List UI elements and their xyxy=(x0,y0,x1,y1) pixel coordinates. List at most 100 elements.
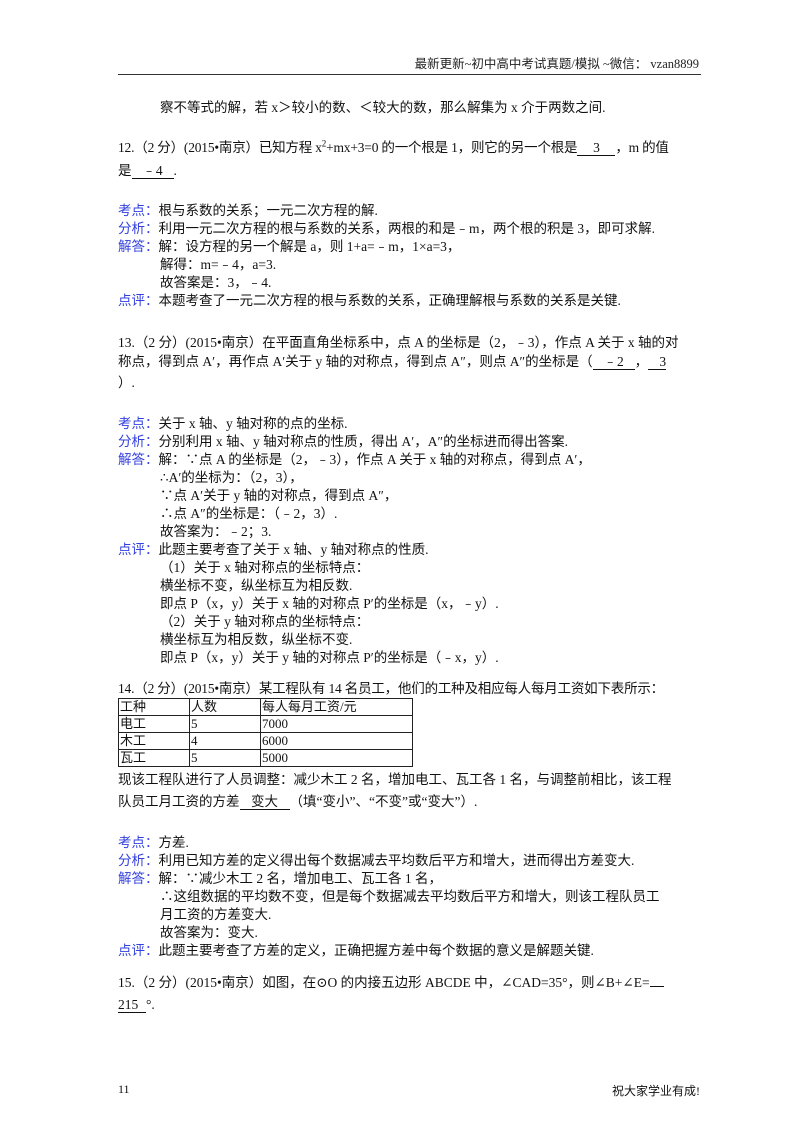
q13-jieda-line: ∴点 A″的坐标是：（﹣2，3）. xyxy=(160,506,338,521)
q12-stem-e: . xyxy=(173,163,177,178)
q14-answer-blank: 变大 xyxy=(239,794,290,810)
q12-fenxi: 分析：利用一元二次方程的根与系数的关系，两根的和是﹣m，两个根的积是 3，即可求… xyxy=(118,220,655,238)
q14-stem: 14.（2 分）(2015•南京）某工程队有 14 名员工，他们的工种及相应每人… xyxy=(118,681,664,696)
q14-stem-a: 队员工月工资的方差 xyxy=(118,794,240,809)
kaodian-label: 考点： xyxy=(118,416,159,431)
table-header-row: 工种 人数 每人每月工资/元 xyxy=(118,698,413,716)
q13-stem: 13.（2 分）(2015•南京）在平面直角坐标系中，点 A 的坐标是（2，﹣3… xyxy=(118,335,679,350)
table-header-cell: 每人每月工资/元 xyxy=(260,698,413,716)
kaodian-text: 根与系数的关系；一元二次方程的解. xyxy=(158,203,378,218)
table-cell: 4 xyxy=(189,732,261,750)
q13-dianping-line: 横坐标不变，纵坐标互为相反数. xyxy=(160,578,353,593)
kaodian-text: 方差. xyxy=(158,835,189,850)
q12-stem-c: ，m 的值 xyxy=(615,140,669,155)
kaodian-text: 关于 x 轴、y 轴对称的点的坐标. xyxy=(158,416,348,431)
q12-dianping: 点评：本题考查了一元二次方程的根与系数的关系，正确理解根与系数的关系是关键. xyxy=(118,292,621,310)
table-row: 电工 5 7000 xyxy=(118,715,413,733)
q13-jieda-line: 故答案为：﹣2；3. xyxy=(160,524,272,539)
q12-stem: 12.（2 分）(2015•南京）已知方程 x2+mx+3=0 的一个根是 1，… xyxy=(118,139,669,157)
dianping-text: 此题主要考查了关于 x 轴、y 轴对称点的性质. xyxy=(158,542,429,557)
q13-dianping: 点评：此题主要考查了关于 x 轴、y 轴对称点的性质. xyxy=(118,541,429,559)
q13-stem-b: 称点，得到点 A′，再作点 A′关于 y 轴的对称点，得到点 A″，则点 A″的… xyxy=(118,354,593,369)
table-cell: 5000 xyxy=(260,749,413,767)
q12-jieda-line: 解得：m=﹣4，a=3. xyxy=(160,257,277,272)
q13-stem-line2: 称点，得到点 A′，再作点 A′关于 y 轴的对称点，得到点 A″，则点 A″的… xyxy=(118,353,667,371)
table-cell: 5 xyxy=(189,715,261,733)
fenxi-label: 分析： xyxy=(118,221,159,236)
q15-blank-start xyxy=(649,986,664,987)
q13-jieda-line: ∴A′的坐标为：（2，3）， xyxy=(160,470,303,485)
q12-jieda: 解答：解：设方程的另一个解是 a，则 1+a=﹣m，1×a=3， xyxy=(118,238,460,256)
fenxi-text: 分别利用 x 轴、y 轴对称点的性质，得出 A′，A″的坐标进而得出答案. xyxy=(158,434,568,449)
q13-dianping-line: （1）关于 x 轴对称点的坐标特点： xyxy=(160,560,370,575)
table-cell: 电工 xyxy=(118,715,190,733)
q15-stem: 15.（2 分）(2015•南京）如图，在⊙O 的内接五边形 ABCDE 中，∠… xyxy=(118,974,664,992)
table-cell: 6000 xyxy=(260,732,413,750)
jieda-text: 解：∵点 A 的坐标是（2，﹣3），作点 A 关于 x 轴的对称点，得到点 A′… xyxy=(158,452,591,467)
q13-dianping-line: 即点 P（x，y）关于 x 轴的对称点 P′的坐标是（x，﹣y）. xyxy=(160,596,499,611)
q14-stem-line3: 队员工月工资的方差变大（填“变小”、“不变”或“变大”）. xyxy=(118,793,477,811)
q14-fenxi: 分析：利用已知方差的定义得出每个数据减去平均数后平方和增大，进而得出方差变大. xyxy=(118,852,634,870)
dianping-label: 点评： xyxy=(118,943,159,958)
q13-dianping-line: 横坐标互为相反数，纵坐标不变. xyxy=(160,632,353,647)
kaodian-label: 考点： xyxy=(118,835,159,850)
q13-kaodian: 考点：关于 x 轴、y 轴对称的点的坐标. xyxy=(118,415,348,433)
fenxi-label: 分析： xyxy=(118,434,159,449)
header-rule xyxy=(118,74,701,75)
q15-stem-a: 15.（2 分）(2015•南京）如图，在⊙O 的内接五边形 ABCDE 中，∠… xyxy=(118,975,650,990)
page-header: 最新更新~初中高中考试真题/模拟 ~微信： vzan8899 xyxy=(414,57,699,71)
q12-kaodian: 考点：根与系数的关系；一元二次方程的解. xyxy=(118,202,378,220)
q15-answer-blank: 215 xyxy=(118,997,146,1013)
fenxi-label: 分析： xyxy=(118,853,159,868)
table-cell: 7000 xyxy=(260,715,413,733)
q12-stem-line2: 是﹣4. xyxy=(118,162,177,180)
table-header-cell: 人数 xyxy=(189,698,261,716)
q12-answer-blank-2: ﹣4 xyxy=(131,163,174,179)
q14-jieda-line: 故答案为：变大. xyxy=(160,925,258,940)
q12-stem-b: +mx+3=0 的一个根是 1，则它的另一个根是 xyxy=(326,140,578,155)
table-row: 瓦工 5 5000 xyxy=(118,749,413,767)
q12-superscript: 2 xyxy=(321,138,327,149)
table-row: 木工 4 6000 xyxy=(118,732,413,750)
q14-dianping: 点评：此题主要考查了方差的定义，正确把握方差中每个数据的意义是解题关键. xyxy=(118,942,594,960)
q13-answer-blank-2: 3 xyxy=(648,354,667,370)
q14-jieda-line: 月工资的方差变大. xyxy=(160,907,272,922)
q13-jieda: 解答：解：∵点 A 的坐标是（2，﹣3），作点 A 关于 x 轴的对称点，得到点… xyxy=(118,451,591,469)
q13-fenxi: 分析：分别利用 x 轴、y 轴对称点的性质，得出 A′，A″的坐标进而得出答案. xyxy=(118,433,568,451)
q13-jieda-line: ∵点 A′关于 y 轴的对称点，得到点 A″， xyxy=(160,488,398,503)
table-cell: 木工 xyxy=(118,732,190,750)
q12-jieda-line: 故答案是：3，﹣4. xyxy=(160,275,272,290)
q14-kaodian: 考点：方差. xyxy=(118,834,189,852)
dianping-label: 点评： xyxy=(118,293,159,308)
q13-dianping-line: 即点 P（x，y）关于 y 轴的对称点 P′的坐标是（﹣x，y）. xyxy=(160,650,499,665)
q14-jieda-line: ∴这组数据的平均数不变，但是每个数据减去平均数后平方和增大，则该工程队员工 xyxy=(160,889,660,904)
dianping-label: 点评： xyxy=(118,542,159,557)
q12-stem-a: 12.（2 分）(2015•南京）已知方程 x xyxy=(118,140,322,155)
jieda-label: 解答： xyxy=(118,871,159,886)
q15-stem-line2: 215°. xyxy=(118,996,155,1014)
dianping-text: 此题主要考查了方差的定义，正确把握方差中每个数据的意义是解题关键. xyxy=(158,943,594,958)
table-cell: 瓦工 xyxy=(118,749,190,767)
q14-jieda: 解答：解：∵减少木工 2 名，增加电工、瓦工各 1 名， xyxy=(118,870,442,888)
jieda-label: 解答： xyxy=(118,239,159,254)
jieda-text: 解：设方程的另一个解是 a，则 1+a=﹣m，1×a=3， xyxy=(158,239,461,254)
jieda-text: 解：∵减少木工 2 名，增加电工、瓦工各 1 名， xyxy=(158,871,443,886)
kaodian-label: 考点： xyxy=(118,203,159,218)
previous-answer-continuation: 察不等式的解，若 x＞较小的数、＜较大的数，那么解集为 x 介于两数之间. xyxy=(160,100,606,115)
fenxi-text: 利用已知方差的定义得出每个数据减去平均数后平方和增大，进而得出方差变大. xyxy=(158,853,635,868)
table-cell: 5 xyxy=(189,749,261,767)
q12-stem-d: 是 xyxy=(118,163,132,178)
table-header-cell: 工种 xyxy=(118,698,190,716)
q13-dianping-line: （2）关于 y 轴对称点的坐标特点： xyxy=(160,614,370,629)
q13-stem-line3: ）. xyxy=(118,375,135,390)
q14-stem-line2: 现该工程队进行了人员调整：减少木工 2 名，增加电工、瓦工各 1 名，与调整前相… xyxy=(118,772,672,787)
fenxi-text: 利用一元二次方程的根与系数的关系，两根的和是﹣m，两个根的积是 3，即可求解. xyxy=(158,221,656,236)
footer-motto: 祝大家学业有成! xyxy=(612,1084,700,1098)
page-number: 11 xyxy=(118,1082,130,1096)
jieda-label: 解答： xyxy=(118,452,159,467)
q13-answer-blank-1: ﹣2 xyxy=(592,354,635,370)
q14-stem-b: （填“变小”、“不变”或“变大”）. xyxy=(289,794,478,809)
q12-answer-blank-1: 3 xyxy=(577,140,616,156)
q15-stem-b: °. xyxy=(146,997,155,1012)
wage-table: 工种 人数 每人每月工资/元 电工 5 7000 木工 4 6000 瓦工 5 … xyxy=(118,698,413,767)
